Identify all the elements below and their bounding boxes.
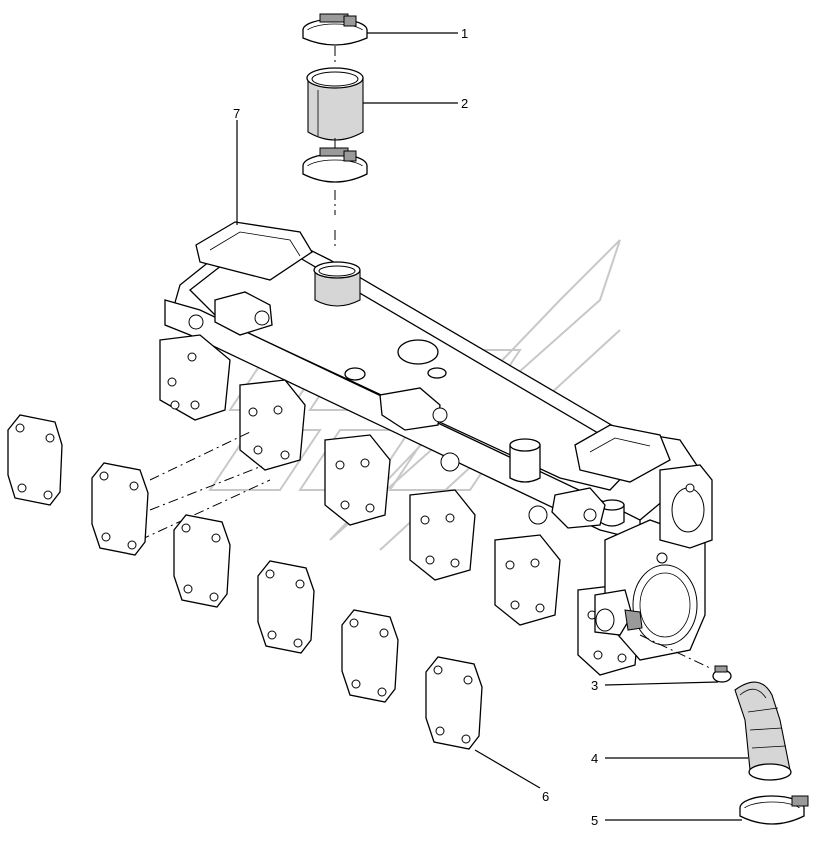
hose-clamp-top [302,13,368,46]
projection-lines [139,431,711,669]
gasket [173,514,231,608]
gasket [91,462,149,556]
callout-3: 3 [591,678,598,693]
callout-6: 6 [542,789,549,804]
leader-lines [236,32,748,821]
gasket-set [7,414,483,750]
connecting-sleeve [306,67,364,141]
gasket [341,609,399,703]
elbow-hose [734,681,792,781]
gasket [425,656,483,750]
gasket [257,560,315,654]
callout-4: 4 [591,751,598,766]
callout-5: 5 [591,813,598,828]
small-hose-clamp [712,665,732,683]
hose-clamp-bottom [739,795,809,825]
callout-2: 2 [461,96,468,111]
callout-7: 7 [233,106,240,121]
gasket [7,414,63,506]
hose-clamp-lower [302,147,368,183]
callout-1: 1 [461,26,468,41]
exhaust-manifold [159,221,713,676]
